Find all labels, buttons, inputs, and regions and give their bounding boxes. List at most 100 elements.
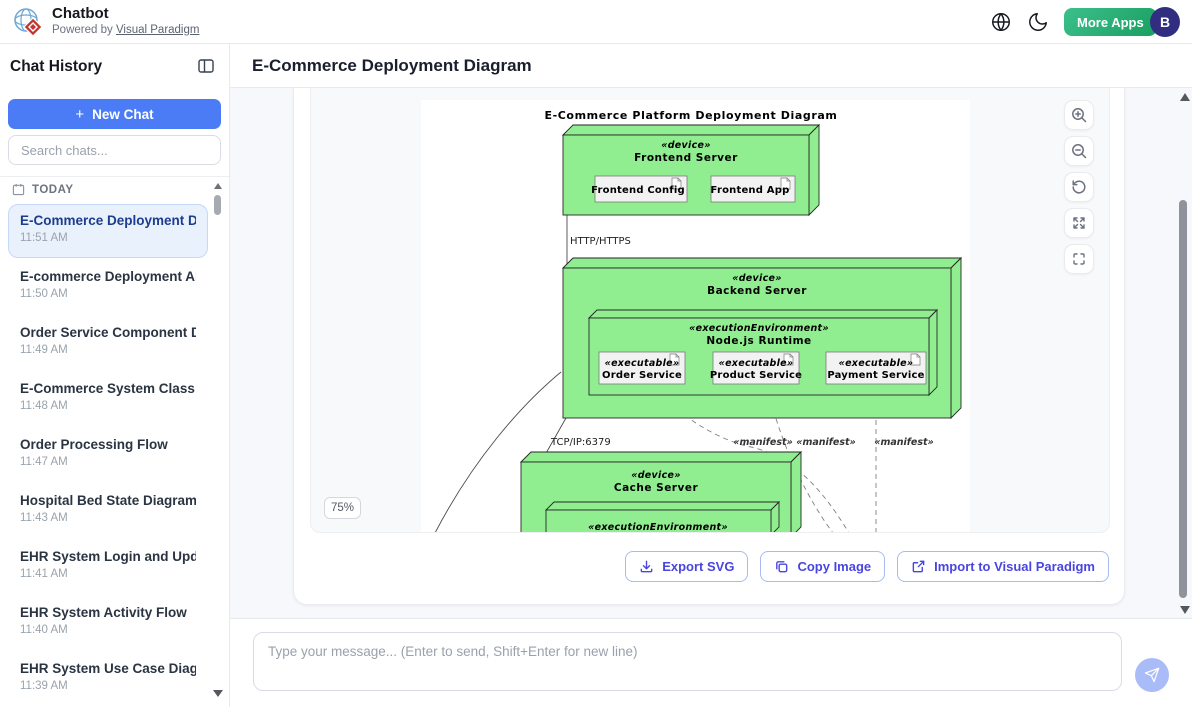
app-header: Chatbot Powered by Visual Paradigm More … — [0, 0, 1192, 44]
frontend-server-node: «device» Frontend Server Frontend Config… — [561, 123, 821, 217]
chat-history-item[interactable]: Order Service Component Di... 11:49 AM — [8, 316, 208, 370]
app-title: Chatbot — [52, 5, 109, 22]
chat-history-item[interactable]: EHR System Activity Flow 11:40 AM — [8, 596, 208, 650]
diagram-title: E-Commerce Platform Deployment Diagram — [544, 109, 837, 122]
today-label: TODAY — [32, 183, 74, 196]
sidebar-scrollbar-thumb[interactable] — [214, 195, 221, 215]
edge-http-label: HTTP/HTTPS — [570, 236, 631, 247]
zoom-in-button[interactable] — [1064, 100, 1094, 130]
send-button[interactable] — [1135, 658, 1169, 692]
chat-history-item[interactable]: EHR System Login and Upda... 11:41 AM — [8, 540, 208, 594]
dark-mode-moon-icon[interactable] — [1027, 11, 1049, 33]
diagram-canvas[interactable]: E-Commerce Platform Deployment Diagram H… — [310, 88, 1110, 533]
chat-history-item[interactable]: E-commerce Deployment Ar... 11:50 AM — [8, 260, 208, 314]
messages-area: E-Commerce Platform Deployment Diagram H… — [230, 88, 1192, 618]
product-service-stereotype: «executable» — [719, 358, 794, 369]
fullscreen-brackets-icon — [1073, 253, 1085, 265]
chat-item-time: 11:39 AM — [20, 680, 68, 692]
backend-name: Backend Server — [707, 285, 807, 297]
edge-tcp-label: TCP/IP:6379 — [550, 437, 611, 448]
today-section-header: TODAY — [12, 183, 74, 196]
diagram-actions: Export SVG Copy Image Im — [625, 551, 1109, 582]
main-scroll-down-arrow[interactable] — [1180, 606, 1190, 614]
export-svg-label: Export SVG — [662, 559, 735, 574]
new-chat-button[interactable]: + New Chat — [8, 99, 221, 129]
send-paper-plane-icon — [1144, 667, 1160, 683]
chat-item-time: 11:48 AM — [20, 400, 68, 412]
manifest-label-2: «manifest» — [796, 437, 855, 448]
calendar-icon — [12, 183, 25, 196]
cache-stereotype: «device» — [631, 470, 681, 481]
frontend-app-artifact: Frontend App — [711, 185, 790, 196]
product-service-name: Product Service — [710, 370, 802, 381]
backend-stereotype: «device» — [732, 273, 782, 284]
visual-paradigm-link[interactable]: Visual Paradigm — [115, 24, 200, 36]
cache-runtime-stereotype: «executionEnvironment» — [588, 522, 728, 533]
collapse-sidebar-icon[interactable] — [197, 57, 215, 75]
powered-by-prefix: Powered by — [52, 24, 113, 36]
sidebar-title: Chat History — [10, 58, 103, 75]
chat-history-item[interactable]: Order Processing Flow 11:47 AM — [8, 428, 208, 482]
chat-item-time: 11:51 AM — [20, 232, 68, 244]
sidebar-divider — [0, 176, 229, 177]
chat-item-time: 11:49 AM — [20, 344, 68, 356]
import-vp-label: Import to Visual Paradigm — [934, 559, 1095, 574]
search-chats-input[interactable] — [8, 135, 221, 165]
chat-item-title: E-commerce Deployment Ar... — [20, 269, 196, 284]
visual-paradigm-logo-icon — [14, 8, 43, 37]
sidebar-scroll-down-arrow[interactable] — [213, 690, 223, 697]
chat-item-title: Order Processing Flow — [20, 437, 168, 452]
copy-image-button[interactable]: Copy Image — [760, 551, 886, 582]
runtime-name: Node.js Runtime — [706, 335, 811, 347]
deployment-diagram-image: E-Commerce Platform Deployment Diagram H… — [421, 100, 970, 533]
frontend-stereotype: «device» — [661, 140, 711, 151]
chat-item-title: E-Commerce System Class Di... — [20, 381, 196, 396]
chat-history-item[interactable]: EHR System Use Case Diagram 11:39 AM — [8, 652, 208, 706]
chat-item-time: 11:41 AM — [20, 568, 68, 580]
chat-item-title: Order Service Component Di... — [20, 325, 196, 340]
powered-by: Powered by Visual Paradigm — [52, 24, 199, 36]
cache-name: Cache Server — [614, 482, 699, 494]
chat-item-time: 11:43 AM — [20, 512, 68, 524]
chat-item-time: 11:40 AM — [20, 624, 68, 636]
export-svg-button[interactable]: Export SVG — [625, 551, 749, 582]
chat-history-sidebar: Chat History + New Chat TODAY E-Commerce… — [0, 44, 230, 707]
diagram-message-card: E-Commerce Platform Deployment Diagram H… — [293, 88, 1125, 605]
download-icon — [640, 560, 653, 573]
chat-history-item-active[interactable]: E-Commerce Deployment Di... 11:51 AM — [8, 204, 208, 258]
chat-item-time: 11:47 AM — [20, 456, 68, 468]
chat-item-time: 11:50 AM — [20, 288, 68, 300]
expand-arrows-icon — [1073, 217, 1085, 229]
runtime-stereotype: «executionEnvironment» — [689, 323, 829, 334]
message-composer — [230, 618, 1192, 707]
chat-history-item[interactable]: Hospital Bed State Diagram 11:43 AM — [8, 484, 208, 538]
chat-item-title: E-Commerce Deployment Di... — [20, 213, 196, 228]
language-globe-icon[interactable] — [990, 11, 1012, 33]
import-to-visual-paradigm-button[interactable]: Import to Visual Paradigm — [897, 551, 1109, 582]
edge-manifest-1 — [651, 383, 849, 532]
reset-rotate-ccw-icon — [1072, 180, 1086, 194]
conversation-title: E-Commerce Deployment Diagram — [252, 56, 532, 75]
cache-server-node: «device» Cache Server «executionEnvironm… — [519, 450, 803, 533]
deployment-diagram-svg: E-Commerce Platform Deployment Diagram H… — [435, 109, 963, 533]
payment-service-stereotype: «executable» — [839, 358, 914, 369]
chat-history-item[interactable]: E-Commerce System Class Di... 11:48 AM — [8, 372, 208, 426]
backend-server-node: «device» Backend Server «executionEnviro… — [561, 256, 963, 420]
copy-image-label: Copy Image — [797, 559, 872, 574]
fullscreen-button[interactable] — [1064, 244, 1094, 274]
canvas-zoom-controls — [1064, 100, 1094, 274]
order-service-stereotype: «executable» — [605, 358, 680, 369]
sidebar-scroll-up-arrow[interactable] — [214, 183, 222, 189]
edge-manifest-2 — [766, 383, 833, 532]
main-scrollbar-thumb[interactable] — [1179, 200, 1187, 598]
manifest-label-3: «manifest» — [874, 437, 933, 448]
message-input[interactable] — [253, 632, 1122, 691]
copy-icon — [776, 561, 788, 573]
zoom-out-button[interactable] — [1064, 136, 1094, 166]
user-avatar[interactable]: B — [1150, 7, 1180, 37]
expand-button[interactable] — [1064, 208, 1094, 238]
plus-icon: + — [75, 105, 85, 123]
more-apps-button[interactable]: More Apps — [1064, 8, 1157, 36]
reset-view-button[interactable] — [1064, 172, 1094, 202]
main-scroll-up-arrow[interactable] — [1180, 93, 1190, 101]
